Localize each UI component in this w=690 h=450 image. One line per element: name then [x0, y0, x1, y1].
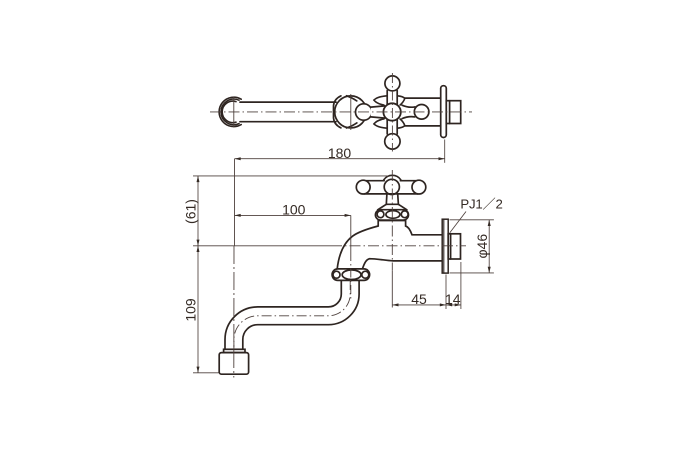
svg-text:PJ1／2: PJ1／2 [460, 196, 502, 211]
svg-text:(61): (61) [183, 199, 199, 224]
svg-text:14: 14 [445, 291, 461, 307]
svg-text:100: 100 [282, 202, 306, 218]
svg-text:φ46: φ46 [474, 234, 490, 259]
svg-text:180: 180 [328, 145, 352, 161]
svg-text:45: 45 [411, 291, 427, 307]
svg-text:109: 109 [183, 298, 199, 322]
